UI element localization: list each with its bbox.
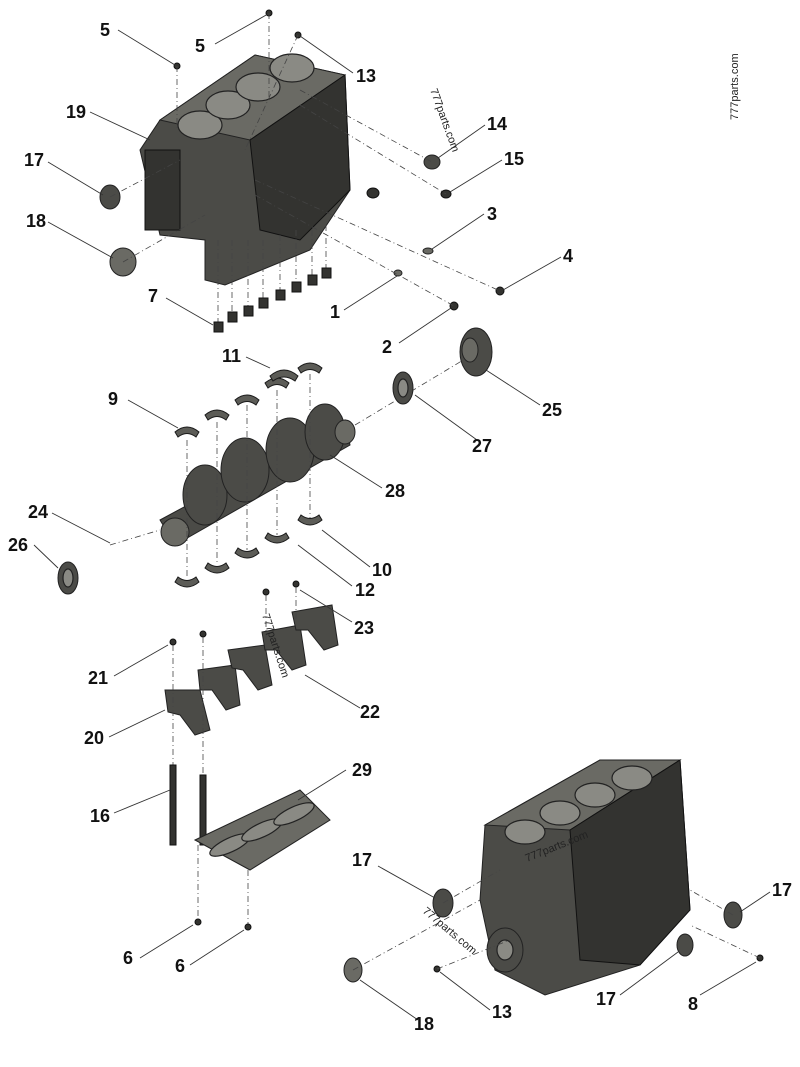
callout-14: 14 (487, 114, 507, 134)
main-bearing-caps (164, 580, 339, 846)
callout-29: 29 (352, 760, 372, 780)
stiffener-plate (193, 789, 331, 931)
callout-10: 10 (372, 560, 392, 580)
crankshaft (109, 349, 481, 547)
callout-26: 26 (8, 535, 28, 555)
watermark: 777parts.com (729, 53, 741, 120)
callout-15: 15 (504, 149, 524, 169)
main-bearing-shells (174, 362, 323, 588)
callout-3: 3 (487, 204, 497, 224)
callout-28: 28 (385, 481, 405, 501)
callout-8: 8 (688, 994, 698, 1014)
gears (57, 327, 493, 595)
callout-13: 13 (356, 66, 376, 86)
callout-27: 27 (472, 436, 492, 456)
engine-block-upper (139, 53, 351, 286)
bolt-row (213, 225, 332, 333)
callout-1: 1 (330, 302, 340, 322)
callout-13: 13 (492, 1002, 512, 1022)
callout-17: 17 (772, 880, 792, 900)
callout-16: 16 (90, 806, 110, 826)
callout-2: 2 (382, 337, 392, 357)
callout-19: 19 (66, 102, 86, 122)
callout-22: 22 (360, 702, 380, 722)
callout-6: 6 (123, 948, 133, 968)
callout-23: 23 (354, 618, 374, 638)
callout-labels: 5 5 13 19 14 17 15 3 18 4 7 1 2 11 25 9 … (8, 20, 792, 1034)
callout-9: 9 (108, 389, 118, 409)
callout-17: 17 (24, 150, 44, 170)
callout-4: 4 (563, 246, 573, 266)
callout-21: 21 (88, 668, 108, 688)
callout-17: 17 (352, 850, 372, 870)
callout-25: 25 (542, 400, 562, 420)
engine-block-lower (343, 759, 764, 996)
leader-lines (33, 13, 771, 1021)
small-parts-upper (99, 9, 505, 311)
watermark: 777parts.com (427, 87, 461, 154)
callout-18: 18 (414, 1014, 434, 1034)
callout-18: 18 (26, 211, 46, 231)
callout-11: 11 (222, 346, 241, 366)
callout-24: 24 (28, 502, 48, 522)
callout-5: 5 (195, 36, 205, 56)
callout-7: 7 (148, 286, 158, 306)
callout-5: 5 (100, 20, 110, 40)
callout-6: 6 (175, 956, 185, 976)
callout-12: 12 (355, 580, 375, 600)
callout-20: 20 (84, 728, 104, 748)
callout-17: 17 (596, 989, 616, 1009)
